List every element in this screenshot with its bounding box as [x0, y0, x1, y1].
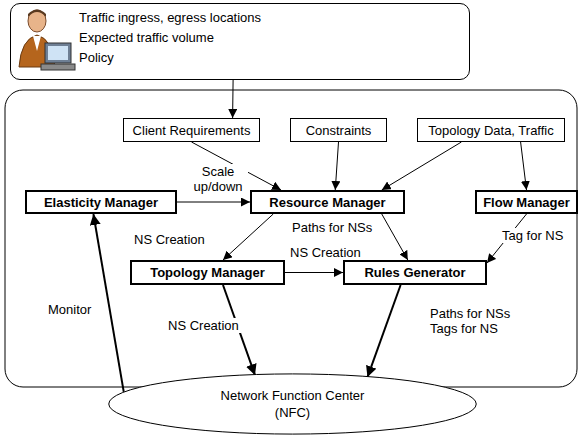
manager-box: Resource Manager: [250, 190, 405, 214]
manager-box: Elasticity Manager: [25, 190, 177, 214]
edge-label: Scale up/down: [188, 164, 248, 194]
edge-label: NS Creation: [132, 232, 207, 247]
flow-arrow: [368, 285, 401, 377]
flow-arrow: [335, 142, 338, 190]
flow-arrow: [285, 272, 343, 273]
box-label: Elasticity Manager: [44, 195, 158, 210]
box-label: Client Requirements: [133, 123, 251, 138]
manager-box: Topology Manager: [130, 260, 285, 285]
cloud-node: Network Function Center (NFC): [105, 372, 480, 436]
flow-arrow: [177, 202, 250, 203]
input-box: Constraints: [290, 118, 387, 142]
requirement-text: Policy: [79, 50, 114, 65]
person-icon: [15, 7, 77, 77]
edge-label: Paths for NSs: [290, 220, 374, 235]
box-label: Topology Manager: [150, 265, 265, 280]
flow-arrow: [521, 142, 527, 190]
edge-label: NS Creation: [288, 245, 363, 260]
box-label: Topology Data, Traffic: [428, 123, 554, 138]
cloud-outline: [105, 372, 480, 436]
box-label: Rules Generator: [364, 265, 465, 280]
flow-arrow: [232, 80, 234, 118]
system-container: [5, 90, 577, 387]
flow-arrow: [93, 214, 123, 392]
edge-label: NS Creation: [166, 318, 241, 333]
flow-arrow: [382, 214, 408, 260]
input-box: Traffic ingress, egress locationsExpecte…: [10, 3, 470, 80]
input-box: Client Requirements: [123, 118, 260, 142]
edge-label: Tag for NS: [500, 228, 565, 243]
edge-label: Paths for NSs Tags for NS: [428, 306, 524, 336]
edge-label: Monitor: [46, 302, 93, 317]
manager-box: Rules Generator: [343, 260, 487, 285]
requirement-text: Traffic ingress, egress locations: [79, 10, 261, 25]
requirement-text: Expected traffic volume: [79, 30, 214, 45]
cloud-label: Network Function Center (NFC): [208, 387, 378, 421]
manager-box: Flow Manager: [475, 190, 578, 214]
input-box: Topology Data, Traffic: [417, 118, 565, 142]
box-label: Flow Manager: [483, 195, 570, 210]
flow-arrow: [382, 142, 462, 190]
box-label: Resource Manager: [269, 195, 385, 210]
flow-arrow: [223, 214, 273, 260]
box-label: Constraints: [306, 123, 372, 138]
